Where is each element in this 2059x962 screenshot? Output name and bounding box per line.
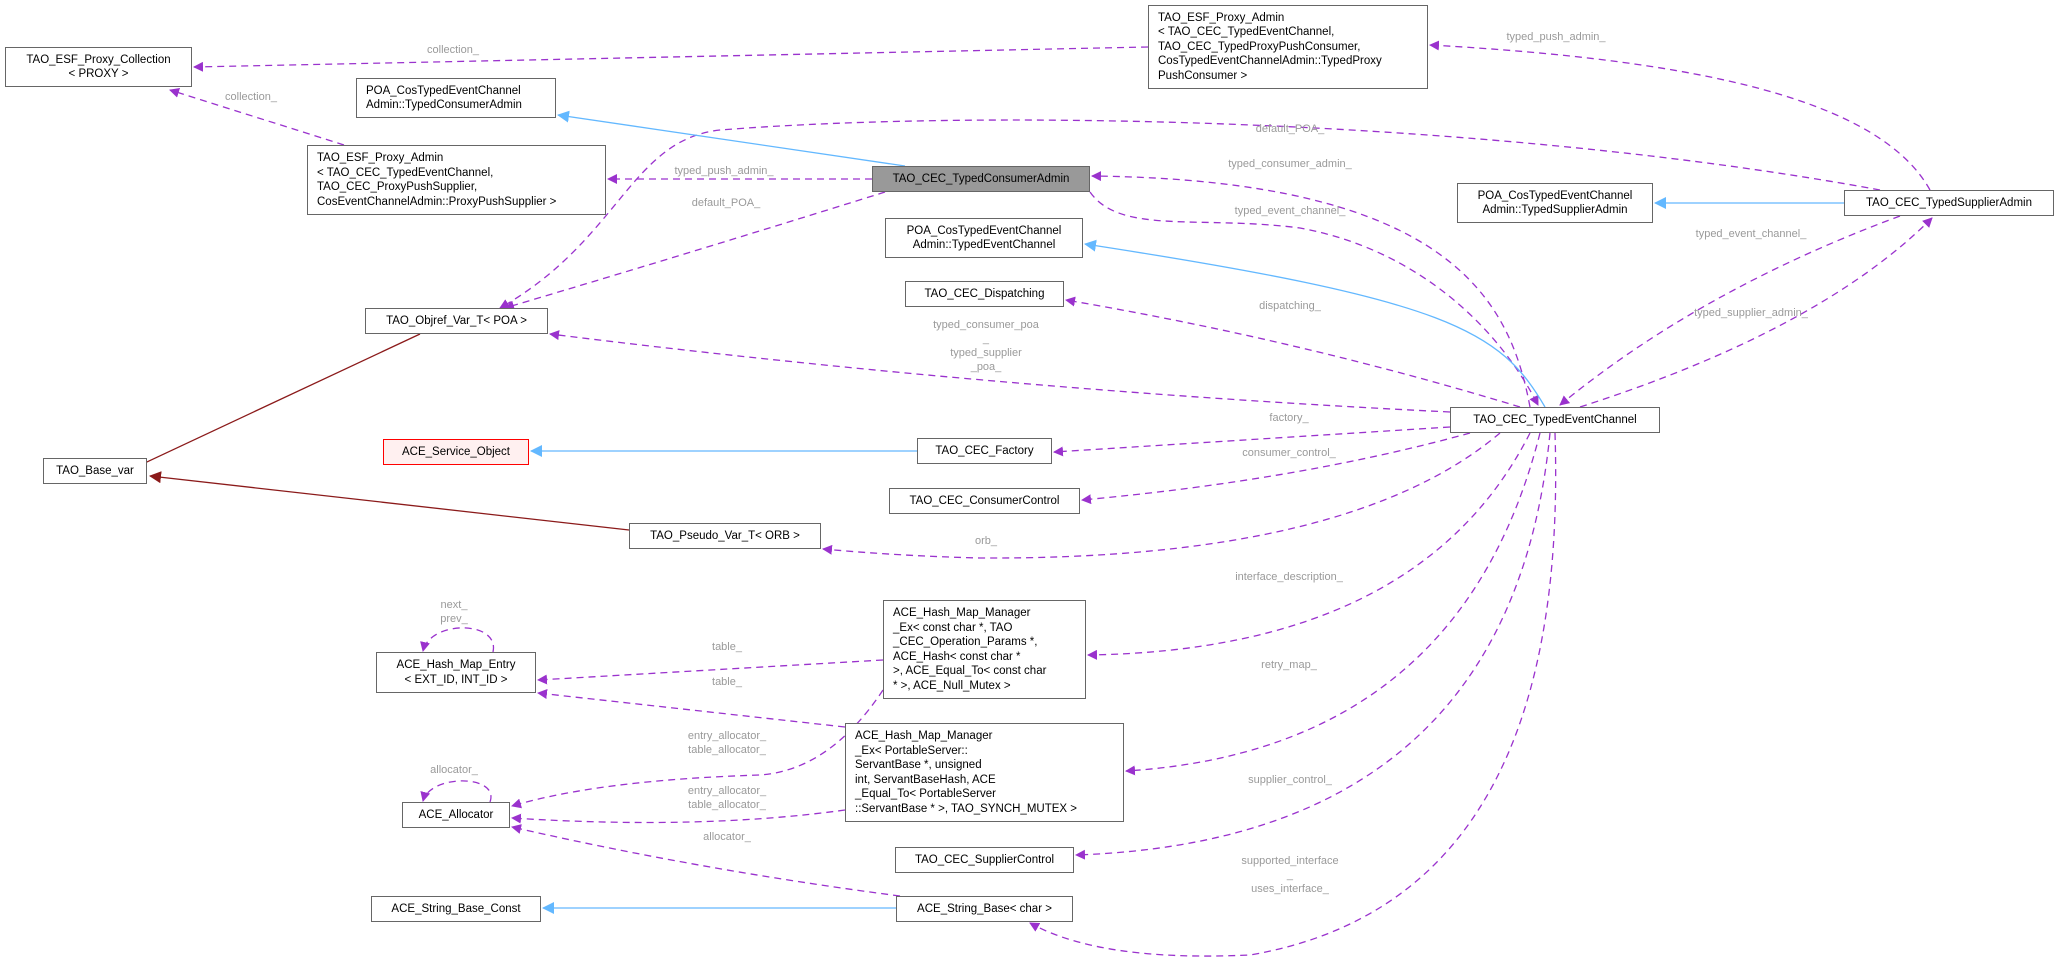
edge-label: typed_supplier_admin_ [1694,307,1808,319]
edge-inherit-poa-event-channel [1084,239,1546,408]
node-objref-var[interactable]: TAO_Objref_Var_T< POA > [365,308,548,334]
node-proxy-collection[interactable]: TAO_ESF_Proxy_Collection < PROXY > [5,47,192,87]
edge-label: orb_ [974,535,998,547]
edge-label: dispatching_ [1259,300,1321,312]
edge-label: next_ prev_ [440,599,468,625]
edge-supplier-control [1075,432,1551,860]
edge-label: default_POA_ [691,197,761,209]
edge-label: allocator_ [430,764,478,776]
node-hash-map-manager-servant[interactable]: ACE_Hash_Map_Manager _Ex< PortableServer… [845,723,1124,822]
edge-label: table_ [712,676,742,688]
edge-allocators-2 [511,809,846,824]
edge-default-poa-top [499,119,1881,309]
edge-orb [822,432,1501,559]
edge-label: typed_event_channel_ [1695,228,1807,240]
node-poa-consumer-admin[interactable]: POA_CosTypedEventChannel Admin::TypedCon… [356,78,556,118]
edge-poa-vars [549,330,1451,413]
node-typed-event-channel[interactable]: TAO_CEC_TypedEventChannel [1450,407,1660,433]
edge-label: interface_description_ [1235,571,1343,583]
edge-allocator-self [420,780,492,803]
edge-label: allocator_ [703,831,751,843]
edge-label: entry_allocator_ table_allocator_ [687,730,767,756]
edge-label: typed_consumer_admin_ [1228,158,1352,170]
edge-typed-push-admin-right [1429,40,1931,191]
edge-retry-map [1125,432,1541,776]
node-poa-event-channel[interactable]: POA_CosTypedEventChannel Admin::TypedEve… [885,218,1083,258]
edge-factory [1053,426,1451,457]
node-typed-consumer-admin[interactable]: TAO_CEC_TypedConsumerAdmin [872,166,1090,192]
node-poa-supplier-admin[interactable]: POA_CosTypedEventChannel Admin::TypedSup… [1457,183,1653,223]
edge-label: typed_push_admin_ [1506,31,1606,43]
node-hash-map-manager-ops[interactable]: ACE_Hash_Map_Manager _Ex< const char *, … [883,600,1086,699]
edge-label: typed_event_channel_ [1234,205,1346,217]
edge-template-pseudo [149,471,630,531]
edge-label: collection_ [427,44,479,56]
edge-consumer-control [1081,432,1471,505]
edge-label: typed_push_admin_ [674,165,774,177]
node-base-var[interactable]: TAO_Base_var [43,458,147,484]
edge-typed-supplier-admin [1579,217,1933,408]
edge-default-poa-left [504,191,886,311]
edge-table-1 [537,659,884,685]
edge-template-objref [101,333,421,484]
edge-label: default_POA_ [1255,123,1325,135]
edge-dispatching [1065,296,1521,408]
edge-label: entry_allocator_ table_allocator_ [687,785,767,811]
edge-typed-event-channel-mid [1089,191,1539,406]
node-dispatching[interactable]: TAO_CEC_Dispatching [905,281,1064,307]
edge-typed-consumer-admin [1091,171,1531,408]
edge-interface-description [1087,432,1531,660]
edge-label: factory_ [1269,412,1309,424]
node-typed-supplier-admin[interactable]: TAO_CEC_TypedSupplierAdmin [1844,190,2054,216]
node-esf-proxy-admin-consumer[interactable]: TAO_ESF_Proxy_Admin < TAO_CEC_TypedEvent… [1148,5,1428,89]
edge-next-prev-self [420,627,494,653]
node-supplier-control[interactable]: TAO_CEC_SupplierControl [895,847,1074,873]
node-esf-proxy-admin-supplier[interactable]: TAO_ESF_Proxy_Admin < TAO_CEC_TypedEvent… [307,145,606,215]
edge-collection-top [193,46,1149,72]
edge-label: collection_ [225,91,277,103]
edge-table-2 [537,689,846,728]
node-string-base-char[interactable]: ACE_String_Base< char > [896,896,1073,922]
edge-label: consumer_control_ [1242,447,1336,459]
node-hash-map-entry[interactable]: ACE_Hash_Map_Entry < EXT_ID, INT_ID > [376,652,536,693]
node-string-base-const[interactable]: ACE_String_Base_Const [371,896,541,922]
edge-label: typed_consumer_poa _ typed_supplier _poa… [933,319,1039,373]
edge-allocators-1 [511,689,884,809]
node-allocator[interactable]: ACE_Allocator [402,802,510,828]
edge-allocator-lower [511,824,901,897]
edge-label: supplier_control_ [1248,774,1332,786]
node-consumer-control[interactable]: TAO_CEC_ConsumerControl [889,488,1080,514]
node-pseudo-var[interactable]: TAO_Pseudo_Var_T< ORB > [629,523,821,549]
edge-interfaces [1029,432,1557,957]
edge-label: supported_interface _ uses_interface_ [1241,855,1339,895]
node-service-object[interactable]: ACE_Service_Object [383,439,529,465]
edge-inherit-poa-consumer-admin [557,110,906,167]
edge-typed-event-channel-right [1559,215,1901,406]
edge-label: retry_map_ [1261,659,1317,671]
node-factory[interactable]: TAO_CEC_Factory [917,438,1052,464]
edge-collection-left [169,87,345,146]
edge-label: table_ [712,641,742,653]
